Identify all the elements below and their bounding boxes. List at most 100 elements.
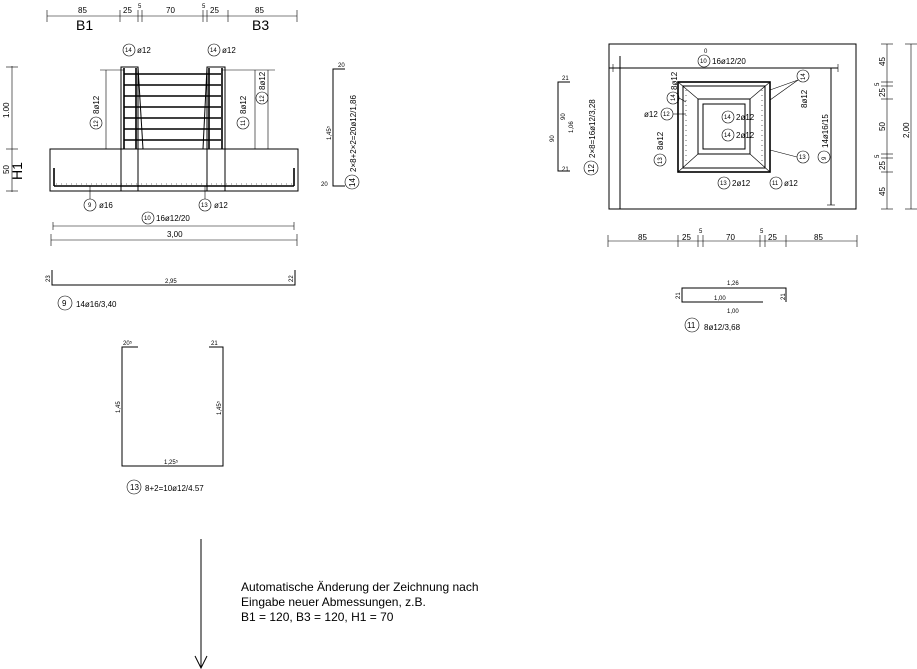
note-line-1: Automatische Änderung der Zeichnung nach	[241, 580, 479, 594]
dim-1-00: 1.00	[2, 102, 11, 118]
dia-12-right: ø12	[222, 46, 236, 55]
bar-14-shape: 20 1,45⁵ 20 14 2×8+2×2=20ø12/1,86	[321, 63, 360, 190]
plan-l14b-text: 8ø12	[800, 89, 809, 108]
plan-l13a-text: 8ø12	[656, 131, 665, 150]
dim-25-right: 25	[210, 6, 219, 15]
change-note: Automatische Änderung der Zeichnung nach…	[241, 580, 479, 625]
plan-rdim-2: 25	[878, 88, 887, 97]
dia-8-12-left: 8ø12	[92, 95, 101, 114]
plan-l14b: 14	[801, 73, 807, 80]
plan-bdim-0: 85	[638, 233, 647, 242]
note-line-3: B1 = 120, B3 = 120, H1 = 70	[241, 610, 394, 624]
plan-l11: 11	[772, 181, 779, 187]
plan-bar10-small: 0	[704, 49, 708, 55]
bar-11-shape: 1,26 21 1,00 1,00 21 11 8ø12/3,68	[676, 281, 787, 333]
plan-bdim-5: 25	[768, 233, 777, 242]
plan-l9-text: 14ø16/15	[821, 114, 830, 148]
plan-bdim-3: 70	[726, 233, 735, 242]
bar9-text: 14ø16/3,40	[76, 300, 117, 309]
bar11-bottom: 1,00	[727, 309, 739, 315]
bar9-mid: 2,95	[165, 279, 177, 285]
plan-bar10-text: 16ø12/20	[712, 57, 746, 66]
plan-l14a: 14	[671, 94, 677, 101]
bar-10-text: 16ø12/20	[156, 214, 190, 223]
note-line-2: Eingabe neuer Abmessungen, z.B.	[241, 595, 426, 609]
label-h1: H1	[9, 162, 25, 180]
label-12-right: 12	[260, 95, 266, 102]
plan-view: 0 10 16ø12/20 14 8ø12 14 8ø12 ø12 12 14 …	[607, 43, 917, 247]
foundation-outline	[49, 66, 299, 192]
plan-l14a-text: 8ø12	[670, 71, 679, 90]
plan-l9: 9	[822, 156, 828, 160]
bar11-num: 11	[687, 321, 696, 330]
overall-dimensions: 3,00	[50, 222, 298, 246]
bar12-num: 12	[587, 164, 596, 173]
bar13-bottom: 1,25⁵	[164, 459, 179, 466]
plan-rdim-3: 50	[878, 122, 887, 131]
bar11-left: 21	[676, 292, 682, 299]
plan-l14d: 14	[724, 133, 731, 139]
dim-85-right: 85	[255, 6, 264, 15]
bar12-c: 1,06	[569, 121, 575, 133]
label-b3: B3	[252, 17, 269, 33]
plan-rdim-0: 45	[878, 57, 887, 66]
label-13: 13	[201, 203, 208, 209]
label-9: 9	[88, 203, 92, 209]
dim-70: 70	[166, 6, 175, 15]
bar12-top: 21	[562, 76, 569, 82]
bar-9-shape: 23 2,95 22 9 14ø16/3,40	[46, 270, 296, 311]
bar9-num: 9	[62, 299, 67, 308]
bar13-lh: 1,45	[116, 401, 122, 413]
dim-5-left: 5	[138, 4, 142, 10]
plan-l12-text: ø12	[644, 110, 658, 119]
bar12-bottom: 21	[562, 167, 569, 173]
dia-8-12-mid: 8ø12	[239, 95, 248, 114]
height-dimension: 1.00 50 H1	[2, 66, 25, 192]
plan-l14c-text: 2ø12	[736, 113, 755, 122]
bar14-bottom: 20	[321, 182, 328, 188]
plan-rdim-6: 45	[878, 187, 887, 196]
bar13-tl: 20⁵	[123, 340, 133, 347]
label-14-left: 14	[125, 48, 132, 54]
plan-bdim-4: 5	[760, 229, 764, 235]
dim-25-left: 25	[123, 6, 132, 15]
bar13-text: 8+2=10ø12/4.57	[145, 484, 204, 493]
dim-85-left: 85	[78, 6, 87, 15]
plan-bdim-6: 85	[814, 233, 823, 242]
dim-3-00: 3,00	[167, 230, 183, 239]
plan-rdim-4: 5	[875, 154, 881, 158]
dia-16: ø16	[99, 201, 113, 210]
plan-bdim-1: 25	[682, 233, 691, 242]
label-11: 11	[241, 119, 247, 126]
bar14-num: 14	[348, 178, 357, 187]
plan-l11-text: ø12	[784, 179, 798, 188]
bar12-b: 90	[561, 113, 567, 120]
plan-l13a: 13	[658, 157, 664, 164]
bar-12-shape: 21 90 90 1,06 21 12 2×8=16ø12/3,28	[550, 76, 599, 176]
bar9-left: 23	[46, 275, 52, 282]
bar14-top: 20	[338, 63, 345, 69]
plan-rdim-1: 5	[875, 82, 881, 86]
label-10: 10	[144, 216, 151, 222]
bar12-text: 2×8=16ø12/3,28	[588, 99, 597, 158]
bar14-text: 2×8+2×2=20ø12/1,86	[349, 94, 358, 172]
bar11-top: 1,26	[727, 281, 739, 287]
bar12-a: 90	[550, 135, 556, 142]
label-b1: B1	[76, 17, 93, 33]
label-14-right: 14	[210, 48, 217, 54]
dim-5-right: 5	[202, 4, 206, 10]
bar11-text: 8ø12/3,68	[704, 323, 741, 332]
bar13-num: 13	[130, 483, 139, 492]
bar11-mid: 1,00	[714, 296, 726, 302]
position-labels: 14 ø12 14 ø12 12 8ø12 11 8ø12 12 8ø12 9 …	[83, 43, 269, 225]
plan-bdim-2: 5	[699, 229, 703, 235]
label-12-left: 12	[94, 120, 100, 127]
bar-13-shape: 20⁵ 21 1,45 1,45⁵ 1,25⁵ 13 8+2=10ø12/4.5…	[116, 340, 224, 495]
plan-rdim-5: 25	[878, 161, 887, 170]
plan-l13c: 13	[720, 181, 727, 187]
section-view: 85 25 5 70 5 25 85 B1 B3 1.00 50 H1	[2, 4, 299, 246]
plan-l14d-text: 2ø12	[736, 131, 755, 140]
plan-l13b: 13	[799, 155, 806, 161]
bar9-right: 22	[289, 275, 295, 282]
